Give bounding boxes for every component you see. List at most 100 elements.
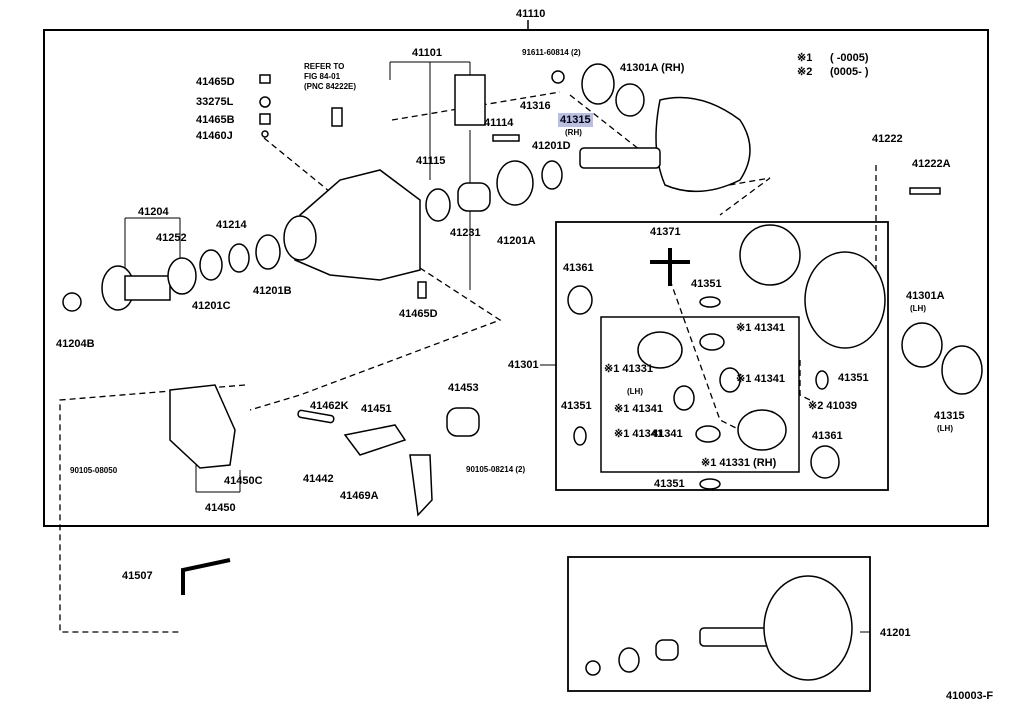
label-41450C[interactable]: 41450C [224, 475, 263, 487]
label-41351-right[interactable]: 41351 [838, 372, 869, 384]
kit-seal [618, 647, 640, 673]
label-41341-e[interactable]: 41341 [652, 428, 683, 440]
label-41301A-lh[interactable]: 41301A [906, 290, 945, 302]
bolt-41114 [492, 134, 520, 142]
diff-case-left [739, 224, 801, 286]
bolt-ref-label: 91611-60814 (2) [522, 48, 581, 57]
bearing-41201A [496, 160, 534, 206]
label-41361-bottom[interactable]: 41361 [812, 430, 843, 442]
washer-41351-right [815, 370, 829, 390]
ring-41214 [228, 243, 250, 273]
highlighted-part-side: (RH) [565, 128, 582, 137]
legend-note1-mark: ※1 [797, 52, 813, 64]
label-41201C[interactable]: 41201C [192, 300, 231, 312]
label-41465D-top[interactable]: 41465D [196, 76, 235, 88]
carrier-housing [294, 169, 421, 281]
label-90105-08214[interactable]: 90105-08214 (2) [466, 465, 526, 474]
label-41361-top[interactable]: 41361 [563, 262, 594, 274]
label-41315-lh-side: (LH) [937, 424, 953, 433]
label-33275L[interactable]: 33275L [196, 96, 234, 108]
drive-pinion [579, 147, 661, 169]
label-41301[interactable]: 41301 [508, 359, 539, 371]
label-41222[interactable]: 41222 [872, 133, 903, 145]
legend-note2-text: (0005- ) [830, 66, 869, 78]
kit-ring-gear [763, 575, 853, 681]
label-90105-08050[interactable]: 90105-08050 [70, 466, 118, 475]
label-41462K[interactable]: 41462K [310, 400, 349, 412]
pinion-gear-box [600, 316, 800, 473]
label-41351-top[interactable]: 41351 [691, 278, 722, 290]
ring-gear [655, 96, 751, 193]
label-41252[interactable]: 41252 [156, 232, 187, 244]
bearing-41201B [255, 234, 281, 270]
washer-41351-left [573, 426, 587, 446]
actuator-41450 [169, 384, 236, 469]
label-41214[interactable]: 41214 [216, 219, 247, 231]
ring-41115 [425, 188, 451, 222]
label-41453[interactable]: 41453 [448, 382, 479, 394]
label-41469A[interactable]: 41469A [340, 490, 379, 502]
label-41341-d[interactable]: ※1 41341 [614, 428, 663, 440]
label-41351-bottom[interactable]: 41351 [654, 478, 685, 490]
kit-nut [585, 660, 601, 676]
label-41371[interactable]: 41371 [650, 226, 681, 238]
ring-41460J [261, 130, 269, 138]
footer-code: 410003-F [946, 690, 994, 702]
label-41201B[interactable]: 41201B [253, 285, 292, 297]
label-41442[interactable]: 41442 [303, 473, 334, 485]
ring-gear-kit-box [567, 556, 871, 692]
label-41115[interactable]: 41115 [416, 155, 446, 167]
shift-fork-41451 [343, 424, 407, 456]
refer-note-line1: REFER TO [304, 62, 345, 71]
label-41201A[interactable]: 41201A [497, 235, 536, 247]
label-41114[interactable]: 41114 [484, 117, 514, 129]
highlighted-part-number[interactable]: 41315 [558, 113, 593, 127]
refer-note-line3: (PNC 84222E) [304, 82, 357, 91]
washer-33275L [259, 96, 271, 108]
label-41316[interactable]: 41316 [520, 100, 551, 112]
label-41231[interactable]: 41231 [450, 227, 481, 239]
label-41204[interactable]: 41204 [138, 206, 169, 218]
bearing-41315-lh [941, 345, 983, 395]
label-41351-left[interactable]: 41351 [561, 400, 592, 412]
label-41222A[interactable]: 41222A [912, 158, 951, 170]
label-41039[interactable]: ※2 41039 [808, 400, 857, 412]
label-41101[interactable]: 41101 [412, 47, 442, 59]
label-41460J[interactable]: 41460J [196, 130, 233, 142]
label-41450[interactable]: 41450 [205, 502, 236, 514]
lever-41469A [409, 454, 433, 517]
bolt-41222A [909, 187, 941, 195]
label-41331-rh[interactable]: ※1 41331 (RH) [701, 457, 777, 469]
washer-41361-bottom [810, 445, 840, 479]
label-41341-c[interactable]: ※1 41341 [614, 403, 663, 415]
label-41331-lh[interactable]: ※1 41331 [604, 363, 653, 375]
label-41201[interactable]: 41201 [880, 627, 911, 639]
bearing-41315-rh [581, 63, 615, 105]
label-41204B[interactable]: 41204B [56, 338, 95, 350]
label-41341-a[interactable]: ※1 41341 [736, 322, 785, 334]
dashed-guides [59, 91, 877, 633]
label-41341-b[interactable]: ※1 41341 [736, 373, 785, 385]
sensor-refer [331, 107, 343, 127]
label-41315-lh[interactable]: 41315 [934, 410, 965, 422]
cable-41507 [181, 558, 231, 595]
diff-case-right [804, 251, 886, 349]
label-41201D[interactable]: 41201D [532, 140, 571, 152]
label-41507[interactable]: 41507 [122, 570, 153, 582]
pinion-gear-a [699, 333, 725, 351]
leader-lines [124, 61, 870, 633]
label-41451[interactable]: 41451 [361, 403, 392, 415]
bolt-41465D-top [259, 74, 271, 84]
kit-spacer [655, 639, 679, 661]
seal-41252 [167, 257, 197, 295]
legend-note2-mark: ※2 [797, 66, 813, 78]
label-41465D-mid[interactable]: 41465D [399, 308, 438, 320]
label-41465B[interactable]: 41465B [196, 114, 235, 126]
label-41301A-rh[interactable]: 41301A (RH) [620, 62, 685, 74]
pinion-gear-d [695, 425, 721, 443]
side-gear-41331-rh [737, 409, 787, 451]
washer-41351-top [699, 296, 721, 308]
nut-41204B [62, 292, 82, 312]
ring-41201D [541, 160, 563, 190]
